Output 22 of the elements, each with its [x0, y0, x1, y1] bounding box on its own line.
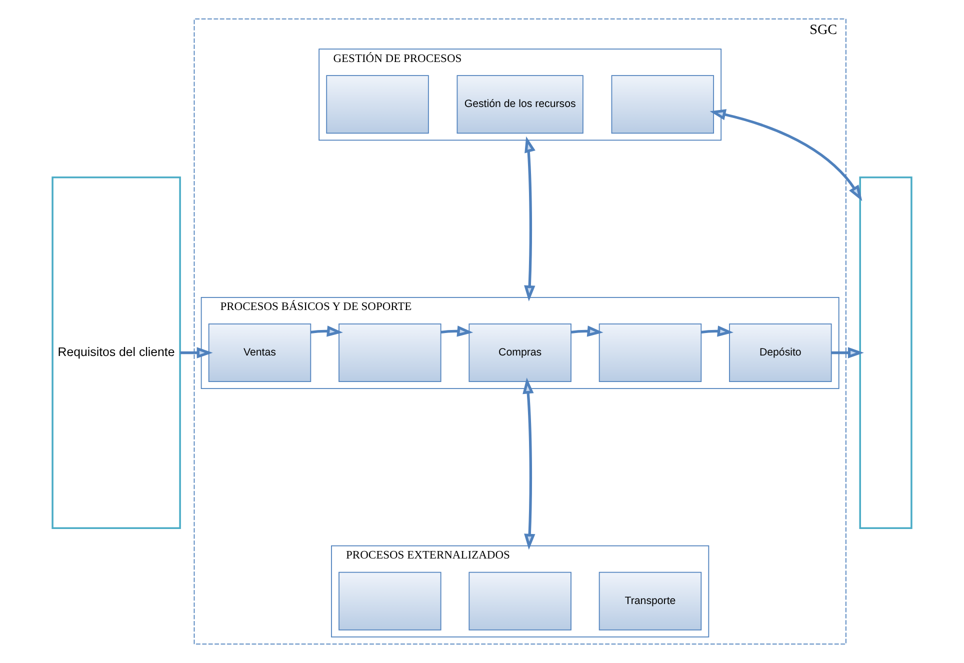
arrow: [522, 378, 536, 550]
node-box: Transporte: [598, 572, 702, 630]
arrow: [440, 326, 474, 337]
arrow: [180, 347, 213, 358]
node-box: [598, 324, 702, 382]
node-box: Depósito: [729, 324, 832, 382]
node-box: Requisitos del cliente: [52, 176, 181, 529]
arrow: [701, 326, 734, 337]
node-box: [326, 75, 429, 134]
node-box: Gestión de los recursos: [456, 75, 584, 134]
node-box: Ventas: [208, 324, 312, 382]
arrow: [310, 326, 343, 337]
node-box: [859, 176, 912, 529]
node-box: [338, 572, 442, 630]
node-box: [338, 324, 442, 382]
arrow: [831, 347, 864, 358]
node-box: Compras: [468, 324, 572, 382]
arrow: [524, 136, 536, 302]
arrow: [710, 109, 862, 202]
node-box: [468, 572, 572, 630]
arrow: [571, 326, 604, 337]
node-box: [611, 75, 714, 134]
